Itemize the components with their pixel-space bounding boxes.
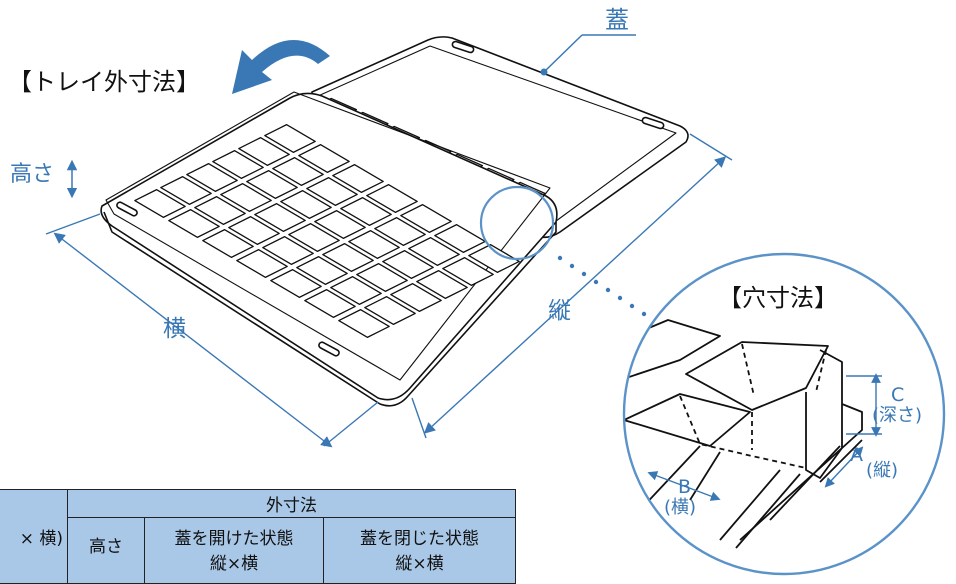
tray-cell (134, 188, 186, 219)
table-size-header: × 横) (0, 489, 68, 584)
length-letter: A (850, 444, 863, 466)
table-closed-label: 蓋を閉じた状態 (360, 529, 479, 549)
tray-outer-dimensions-title: 【トレイ外寸法】 (8, 68, 200, 96)
tray-cell (314, 209, 366, 240)
detail-dimension-arrows (647, 373, 882, 501)
tray-cell (246, 169, 298, 200)
table-open-header: 蓋を開けた状態 縦×横 (144, 517, 324, 584)
lid-leader-dot (540, 68, 548, 76)
length-dimension (411, 133, 733, 439)
tray-cell (306, 176, 358, 207)
tray-cell (322, 242, 374, 273)
width-dimension (45, 213, 379, 448)
flip-arrow-icon (232, 39, 330, 94)
tray-cell (298, 143, 350, 174)
table-closed-sublabel: 縦×横 (395, 554, 444, 574)
tray-cell (332, 163, 384, 194)
width-label: 横 (163, 316, 186, 342)
tray-cell (366, 183, 418, 214)
tray-cell (364, 295, 416, 326)
dimensions-table: × 横) 外寸法 高さ 蓋を開けた状態 縦×横 蓋を閉じた状態 縦×横 (0, 489, 516, 584)
table-closed-header: 蓋を閉じた状態 縦×横 (323, 517, 516, 584)
tray-cell (186, 162, 238, 193)
tray-cell (330, 275, 382, 306)
width-sublabel: (横) (664, 497, 697, 518)
detail-connector-dots (557, 255, 647, 317)
length-sublabel: (縦) (866, 460, 899, 481)
tray-cell (160, 175, 212, 206)
detail-highlight-circle (479, 185, 555, 261)
hole-dimensions-title: 【穴寸法】 (718, 284, 838, 312)
tray-cell (338, 308, 390, 339)
table-outer-dimensions-header: 外寸法 (67, 489, 516, 518)
lid-leader (543, 34, 636, 73)
tray-cell (194, 195, 246, 226)
tray-cell (238, 136, 290, 167)
height-label: 高さ (10, 162, 55, 187)
tray-cell (272, 156, 324, 187)
width-letter: B (678, 476, 692, 498)
tray-cell (220, 182, 272, 213)
tray-cell (212, 149, 264, 180)
table-height-header: 高さ (67, 517, 145, 584)
tray-cell (340, 196, 392, 227)
tray-cell (356, 262, 408, 293)
tray-cell (264, 123, 316, 154)
table-open-label: 蓋を開けた状態 (174, 529, 294, 549)
table-open-sublabel: 縦×横 (209, 554, 259, 574)
length-label: 縦 (548, 298, 571, 324)
tray-cell (254, 202, 306, 233)
tray-cell (348, 229, 400, 260)
depth-letter: C (891, 384, 905, 406)
lid-label: 蓋 (605, 6, 629, 34)
tray-cell (168, 208, 220, 239)
depth-sublabel: (深さ) (872, 405, 923, 426)
tray-cell (280, 189, 332, 220)
